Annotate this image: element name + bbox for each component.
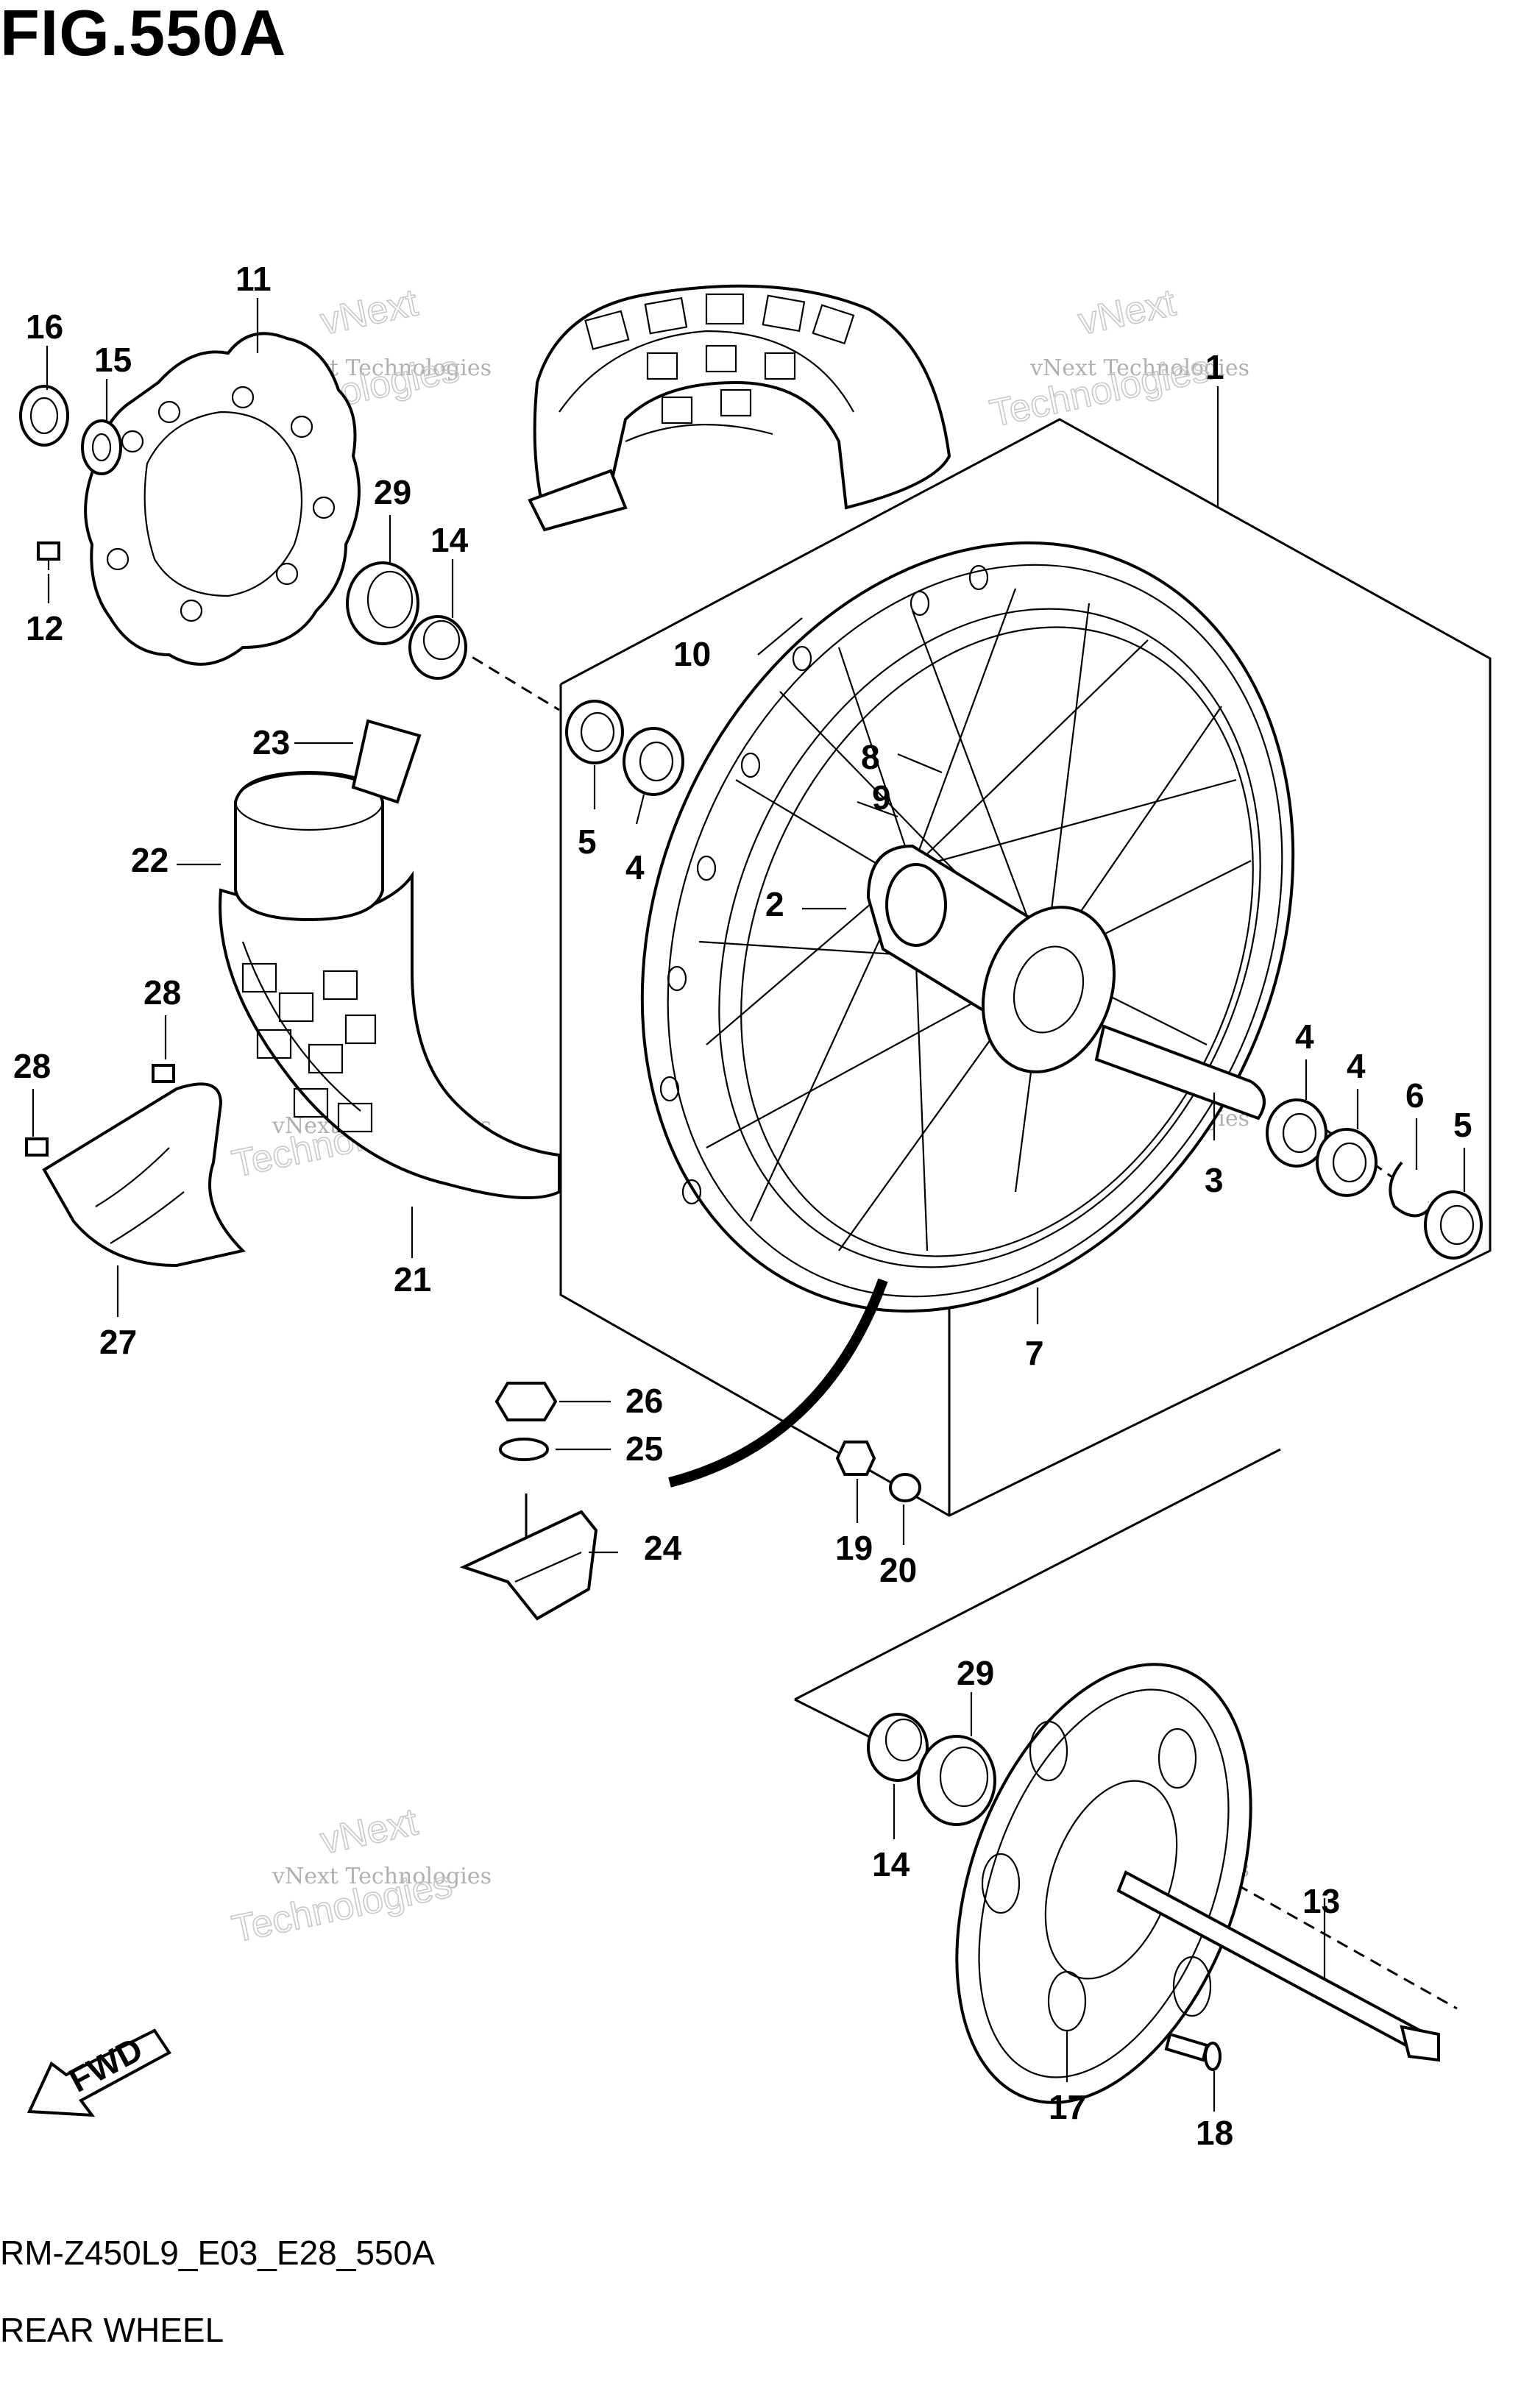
watermark-text-small: vNext Technologies xyxy=(1029,355,1249,381)
axle-collar-3 xyxy=(1094,1024,1266,1120)
washer-20 xyxy=(889,1473,921,1502)
callout-24: 24 xyxy=(644,1529,682,1567)
callout-17: 17 xyxy=(1049,2088,1086,2126)
rear-wheel xyxy=(640,541,1295,1313)
callout-14-bottom: 14 xyxy=(872,1845,910,1883)
callout-28-b: 28 xyxy=(13,1047,51,1085)
rim-lock-24 xyxy=(459,1494,598,1621)
figure-title: FIG.550A xyxy=(0,0,287,69)
callout-6: 6 xyxy=(1405,1076,1425,1115)
bearing-4-right-a xyxy=(1266,1098,1327,1168)
callout-14-top: 14 xyxy=(430,521,469,559)
callout-26: 26 xyxy=(625,1382,663,1420)
fwd-arrow-icon: FWD xyxy=(26,2028,171,2117)
nut-19 xyxy=(835,1441,876,1476)
tire-left-tread xyxy=(241,962,377,1133)
callout-7: 7 xyxy=(1025,1334,1044,1372)
tire-tread-blocks xyxy=(584,293,855,425)
brake-disc xyxy=(84,332,361,666)
diagram-name: REAR WHEEL xyxy=(0,2311,224,2349)
callout-25: 25 xyxy=(625,1429,663,1468)
bolt-28-a xyxy=(152,1064,175,1083)
spacer-14-top xyxy=(408,615,467,680)
callout-numbers: 1 2 3 4 4 4 5 5 6 7 8 9 10 11 12 13 14 1… xyxy=(13,260,1472,2152)
inner-tube-22 xyxy=(234,770,384,922)
bolt-28-b xyxy=(25,1137,49,1157)
fwd-label: FWD xyxy=(63,2030,149,2100)
callout-20: 20 xyxy=(879,1551,917,1589)
callout-23: 23 xyxy=(252,723,290,761)
disc-cover-27 xyxy=(42,1082,246,1268)
callout-4-right-a: 4 xyxy=(1295,1017,1314,1056)
callout-9: 9 xyxy=(872,778,891,817)
callout-29-top: 29 xyxy=(374,473,411,511)
callout-2: 2 xyxy=(765,885,784,923)
valve-stem xyxy=(668,1278,888,1488)
callout-1: 1 xyxy=(1205,348,1224,386)
callout-22: 22 xyxy=(131,841,169,879)
watermark-low-left: vNext vNext Technologies Technologies xyxy=(228,1800,492,1951)
callout-15: 15 xyxy=(94,341,132,379)
callout-19: 19 xyxy=(835,1529,873,1567)
axle-13 xyxy=(1116,1870,1440,2062)
callout-3: 3 xyxy=(1205,1161,1224,1199)
rim-spoke-holes xyxy=(659,564,989,1205)
rim-band-23 xyxy=(351,719,422,804)
dust-seal-29-bottom xyxy=(917,1735,996,1826)
callout-13: 13 xyxy=(1302,1882,1340,1920)
callout-4-right-b: 4 xyxy=(1347,1047,1366,1085)
circlip-6 xyxy=(1389,1161,1433,1218)
watermark-text-vnext: vNext xyxy=(316,1800,422,1862)
hub xyxy=(866,844,1116,1073)
seal-5-right xyxy=(1424,1190,1483,1260)
callout-18: 18 xyxy=(1196,2114,1233,2152)
callout-5-left: 5 xyxy=(578,823,597,861)
tire-top xyxy=(528,284,951,532)
callout-16: 16 xyxy=(26,308,63,346)
callout-27: 27 xyxy=(99,1323,137,1361)
callout-10: 10 xyxy=(673,635,711,673)
watermark-text-vnext: vNext xyxy=(316,281,422,343)
callout-28-a: 28 xyxy=(143,973,181,1012)
bolt-12 xyxy=(37,541,60,570)
dust-seal-29-top xyxy=(346,561,419,645)
watermark-text-small: vNext Technologies xyxy=(272,1864,492,1889)
callout-8: 8 xyxy=(861,738,880,776)
nut-16 xyxy=(19,385,69,447)
rear-sprocket-17 xyxy=(955,1663,1252,2104)
bearing-4-right-b xyxy=(1316,1128,1378,1197)
leader-lines xyxy=(32,298,1466,2112)
callout-12: 12 xyxy=(26,609,63,647)
nut-26 xyxy=(494,1382,558,1421)
diagram-code: RM-Z450L9_E03_E28_550A xyxy=(0,2234,435,2272)
watermark-text-vnext: vNext xyxy=(1074,281,1180,343)
spacer-14-bottom xyxy=(867,1713,929,1782)
callout-11: 11 xyxy=(235,260,272,298)
callout-21: 21 xyxy=(394,1260,431,1299)
washer-25 xyxy=(499,1438,549,1461)
callout-29-bottom: 29 xyxy=(957,1654,994,1692)
callout-5-right: 5 xyxy=(1453,1106,1472,1144)
seal-5-left xyxy=(565,700,624,764)
bolt-18 xyxy=(1164,2032,1222,2071)
bearing-4-left xyxy=(623,727,684,796)
washer-15 xyxy=(81,419,122,475)
callout-4-left: 4 xyxy=(625,848,645,887)
